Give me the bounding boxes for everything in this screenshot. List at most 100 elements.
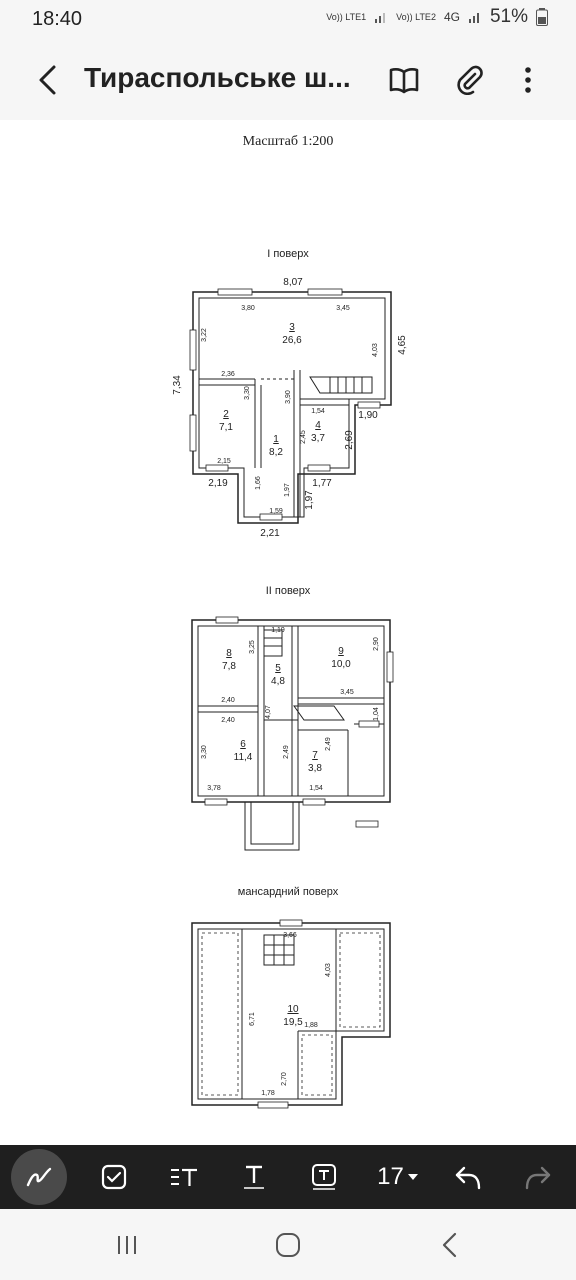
font-size-value: 17: [377, 1163, 404, 1190]
status-time: 18:40: [32, 8, 83, 30]
document-title: Тираспольське ш...: [84, 62, 351, 93]
dimension-label: 1,19: [271, 627, 285, 634]
room-area: 7,1: [219, 422, 233, 433]
dimension-label: 2,70: [281, 1072, 288, 1086]
dimension-label: 2,69: [344, 430, 355, 450]
room-number: 8: [226, 648, 232, 659]
text-icon: [244, 1165, 264, 1189]
back-button[interactable]: [28, 60, 68, 100]
reading-mode-button[interactable]: [384, 60, 424, 100]
dimension-label: 2,21: [260, 528, 280, 539]
room-number: 7: [312, 750, 318, 761]
room-number: 1: [273, 434, 279, 445]
floor-3-title: мансардний поверх: [237, 886, 339, 898]
dimension-label: 2,49: [325, 737, 332, 751]
system-back-button[interactable]: [430, 1225, 470, 1265]
document-viewer[interactable]: Масштаб 1:200 І поверх 8,07: [0, 120, 576, 1145]
dimension-label: 3,25: [249, 640, 256, 654]
dimension-label: 3,45: [336, 305, 350, 312]
redo-button[interactable]: [514, 1153, 562, 1201]
dimension-label: 4,03: [372, 343, 379, 357]
more-options-button[interactable]: [508, 60, 548, 100]
dimension-label: 6,71: [249, 1012, 256, 1026]
room-area: 19,5: [283, 1017, 303, 1028]
dimension-label: 2,19: [208, 478, 228, 489]
scale-label: Масштаб 1:200: [242, 134, 334, 149]
recent-apps-button[interactable]: [107, 1225, 147, 1265]
dimension-label: 2,90: [373, 637, 380, 651]
pen-tool-button[interactable]: [11, 1149, 67, 1205]
dimension-label: 1,88: [304, 1022, 318, 1029]
dimension-label: 1,59: [269, 508, 283, 515]
dimension-label: 3,90: [285, 390, 292, 404]
text-tool-button[interactable]: [230, 1153, 278, 1201]
dimension-label: 1,78: [261, 1090, 275, 1097]
attach-button[interactable]: [450, 60, 490, 100]
sim2-label: Vo)) LTE2: [396, 11, 436, 22]
dimension-label: 3,30: [201, 745, 208, 759]
battery-level: 51%: [489, 6, 528, 27]
room-area: 3,8: [308, 763, 322, 774]
floor-1-plan: 8,07 4,65 7,34 1,90 2,69 2,19 1,77 1,97 …: [172, 277, 408, 539]
floor-3-plan: 3,66 4,03 6,71 1,88 2,70 1,78 10 19,5: [191, 919, 391, 1109]
checkbox-tool-button[interactable]: [90, 1153, 138, 1201]
room-area: 3,7: [311, 433, 325, 444]
dimension-label: 3,22: [201, 328, 208, 342]
dimension-label: 4,07: [265, 705, 272, 719]
dimension-label: 8,07: [283, 277, 303, 288]
recent-apps-icon: [118, 1236, 136, 1254]
dimension-label: 3,66: [283, 932, 297, 939]
signal-icon: [375, 13, 386, 23]
redo-icon: [525, 1166, 551, 1190]
status-bar: 18:40 Vo)) LTE1 Vo)) LTE2 4G 51%: [0, 0, 576, 40]
room-area: 26,6: [282, 335, 302, 346]
more-vert-icon: [525, 67, 531, 93]
chevron-down-icon: [407, 1174, 418, 1180]
room-number: 2: [223, 409, 229, 420]
text-box-tool-button[interactable]: [300, 1153, 348, 1201]
dimension-label: 1,54: [311, 408, 325, 415]
room-number: 6: [240, 739, 246, 750]
text-box-icon: [312, 1164, 336, 1190]
dimension-label: 1,04: [373, 707, 380, 721]
dimension-label: 2,40: [221, 717, 235, 724]
dimension-label: 1,90: [358, 410, 378, 421]
floor-2-title: ІІ поверх: [265, 585, 311, 597]
room-area: 8,2: [269, 447, 283, 458]
dimension-label: 1,66: [255, 476, 262, 490]
system-nav-bar: [0, 1209, 576, 1280]
pen-icon: [26, 1167, 52, 1187]
dimension-label: 3,45: [340, 689, 354, 696]
dimension-label: 2,49: [283, 745, 290, 759]
room-number: 4: [315, 420, 321, 431]
dimension-label: 3,78: [207, 785, 221, 792]
room-area: 7,8: [222, 661, 236, 672]
annotation-toolbar: 17: [0, 1145, 576, 1209]
floor-2-plan: 1,19 3,25 2,90 2,40 3,45 2,40 1,04 4,07 …: [191, 616, 394, 851]
app-bar: Тираспольське ш...: [0, 40, 576, 120]
paperclip-icon: [457, 65, 483, 95]
dimension-label: 2,15: [217, 458, 231, 465]
text-align-icon: [171, 1168, 197, 1186]
checkbox-icon: [101, 1164, 127, 1190]
battery-icon: [536, 8, 548, 26]
network-type: 4G: [443, 9, 460, 24]
dimension-label: 4,03: [325, 963, 332, 977]
home-icon: [276, 1233, 300, 1257]
font-size-dropdown[interactable]: 17: [368, 1153, 428, 1201]
dimension-label: 4,65: [397, 335, 408, 355]
undo-button[interactable]: [444, 1153, 492, 1201]
dimension-label: 3,30: [244, 386, 251, 400]
floor-1-title: І поверх: [267, 248, 309, 260]
text-align-tool-button[interactable]: [160, 1153, 208, 1201]
undo-icon: [455, 1166, 481, 1190]
room-area: 10,0: [331, 659, 351, 670]
dimension-label: 7,34: [172, 375, 183, 395]
home-button[interactable]: [268, 1225, 308, 1265]
dimension-label: 1,77: [312, 478, 332, 489]
chevron-left-icon: [39, 65, 56, 95]
room-number: 3: [289, 322, 295, 333]
room-area: 4,8: [271, 676, 285, 687]
dimension-label: 2,45: [300, 430, 307, 444]
room-area: 11,4: [234, 752, 253, 763]
